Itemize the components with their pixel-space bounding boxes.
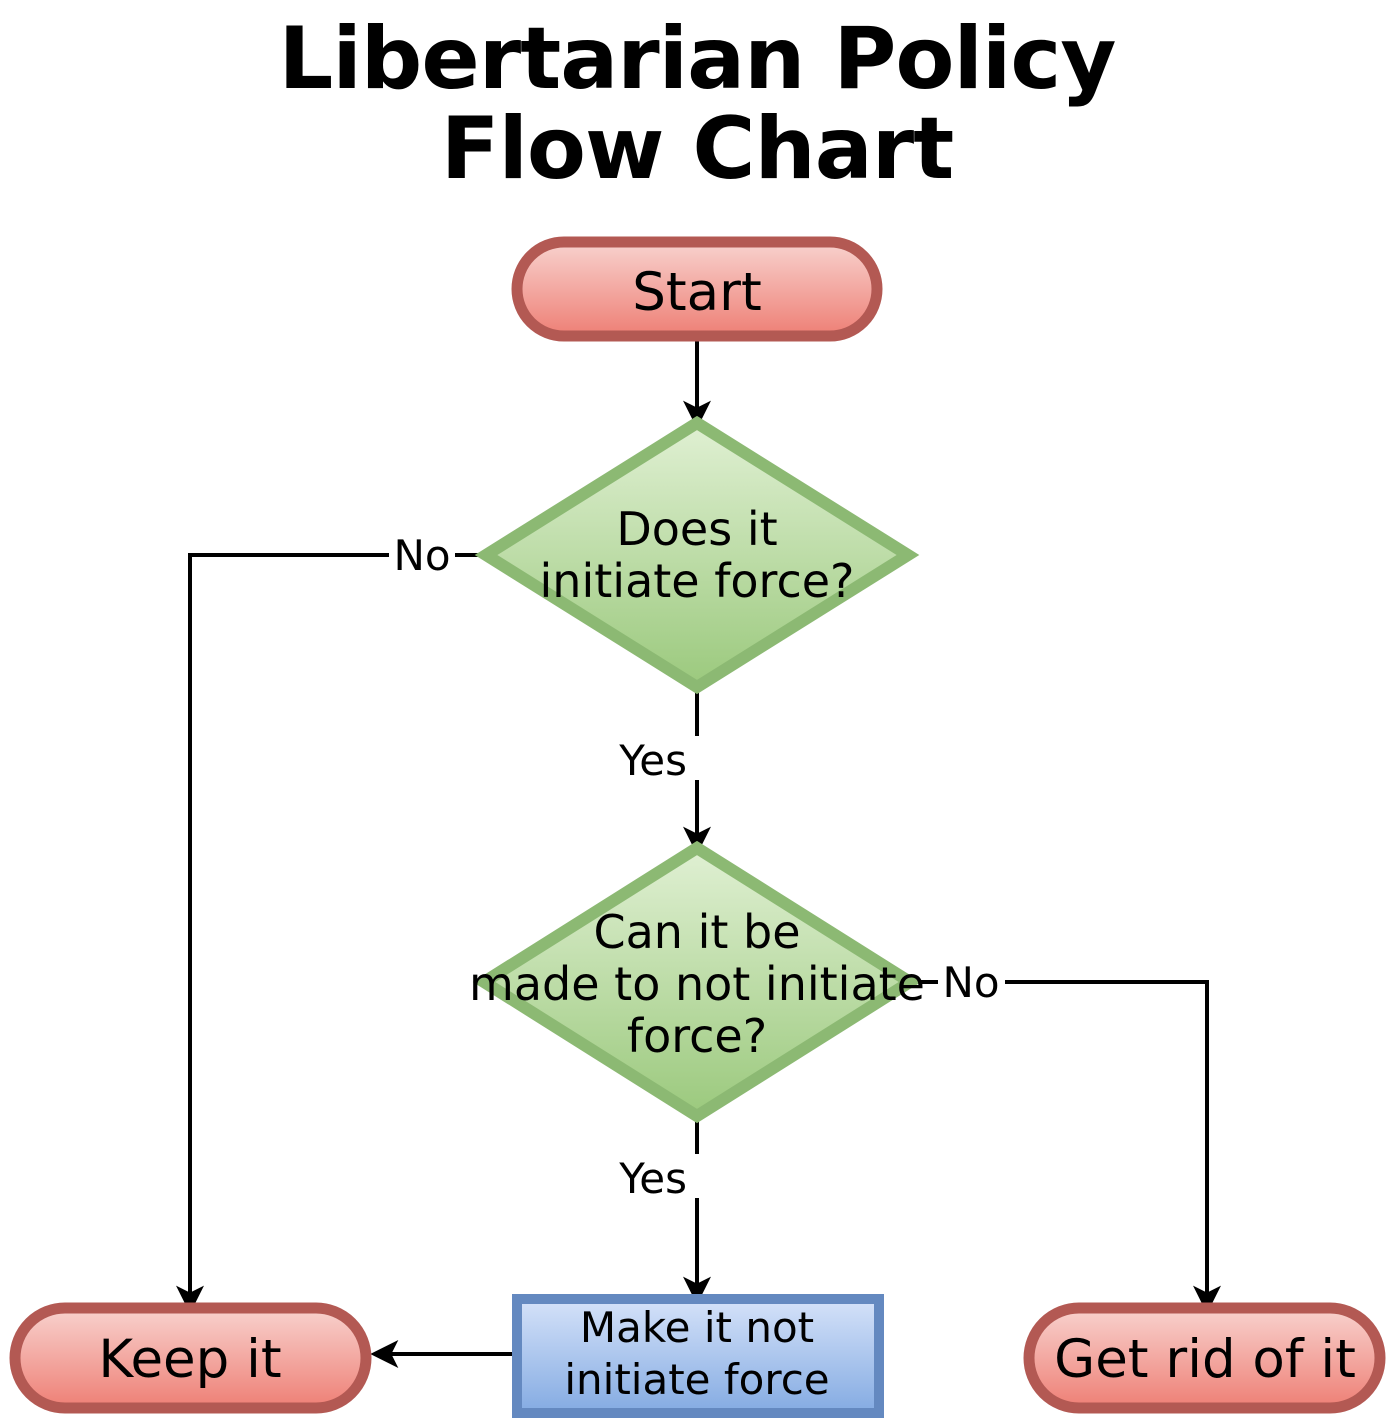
- node-keep-it[interactable]: Keep it: [9, 1302, 372, 1414]
- edge-label-decision1-no: No: [393, 531, 450, 580]
- edge-label-decision1-yes: Yes: [618, 736, 687, 785]
- node-get-rid-of-it[interactable]: Get rid of it: [1023, 1302, 1386, 1414]
- node-decision2-label-line2: made to not initiate: [469, 957, 925, 1011]
- node-make-it-not-initiate-force[interactable]: Make it not initiate force: [512, 1294, 884, 1418]
- edge-decision1-yes: Yes: [618, 690, 711, 855]
- node-start[interactable]: Start: [511, 236, 883, 342]
- node-get-rid-of-it-label: Get rid of it: [1054, 1329, 1356, 1390]
- node-make-label-line2: initiate force: [564, 1355, 829, 1404]
- node-make-label-line1: Make it not: [580, 1303, 814, 1352]
- node-decision2-label-line3: force?: [627, 1009, 767, 1063]
- node-decision2-label-line1: Can it be: [593, 905, 800, 959]
- node-keep-it-shape[interactable]: [9, 1302, 372, 1414]
- page-title-line2: Flow Chart: [441, 99, 954, 199]
- edge-decision2-yes: Yes: [618, 1120, 711, 1305]
- node-start-label: Start: [632, 262, 761, 323]
- edge-decision2-no: No: [915, 958, 1221, 1314]
- node-decision2-shape[interactable]: [472, 840, 922, 1124]
- node-start-shape[interactable]: [511, 236, 883, 342]
- node-decision1-label-line2: initiate force?: [540, 554, 855, 608]
- edge-label-decision2-yes: Yes: [618, 1154, 687, 1203]
- node-decision1-label-line1: Does it: [616, 502, 777, 556]
- page-title-line1: Libertarian Policy: [279, 9, 1116, 109]
- node-decision-can-be-made[interactable]: Can it be made to not initiate force?: [469, 840, 925, 1124]
- node-get-rid-of-it-shape[interactable]: [1023, 1302, 1386, 1414]
- edge-label-decision2-no: No: [942, 958, 999, 1007]
- node-keep-it-label: Keep it: [98, 1329, 281, 1390]
- node-decision1-shape[interactable]: [474, 415, 920, 695]
- edge-decision1-no: No: [176, 531, 478, 1314]
- node-make-shape[interactable]: [512, 1294, 884, 1418]
- node-decision-initiate-force[interactable]: Does it initiate force?: [474, 415, 920, 695]
